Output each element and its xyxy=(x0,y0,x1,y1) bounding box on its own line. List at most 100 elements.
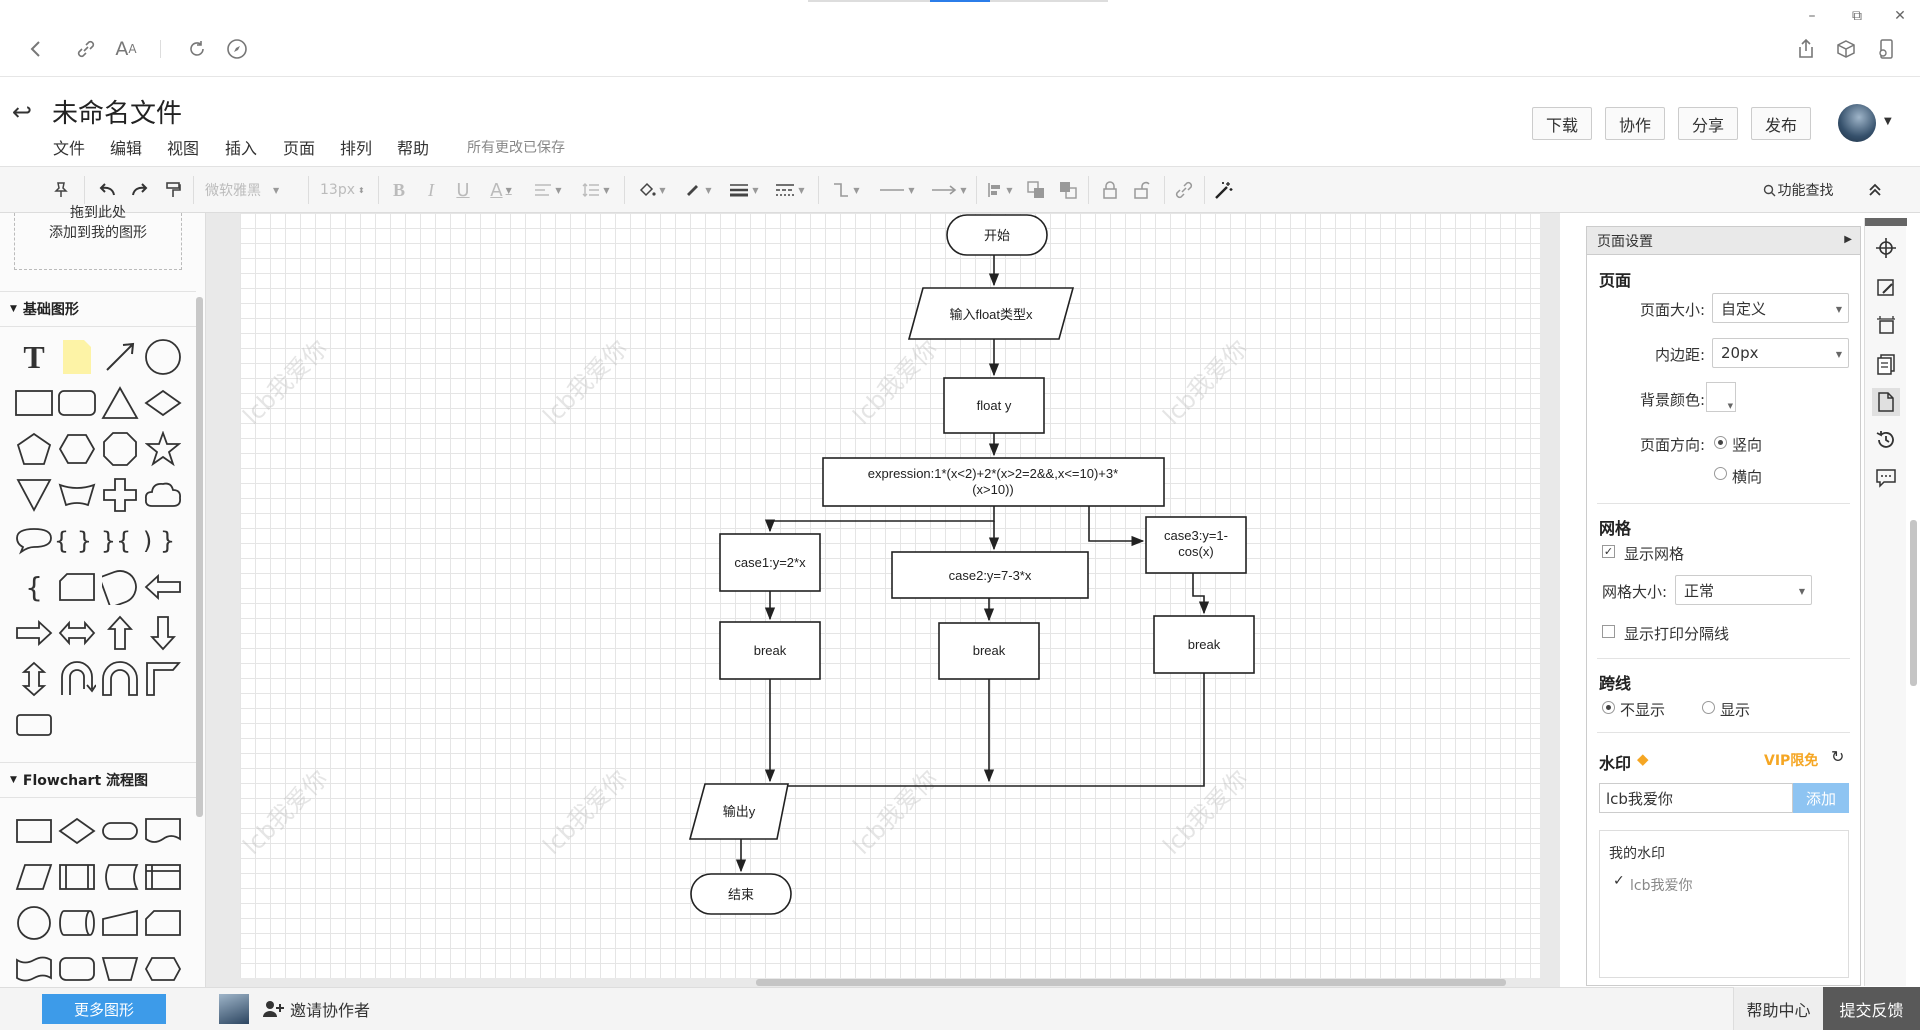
history-icon[interactable] xyxy=(1872,426,1900,454)
octagon-shape[interactable] xyxy=(100,429,140,469)
double-arrow-shape[interactable] xyxy=(57,613,97,653)
compass-icon[interactable] xyxy=(223,35,251,63)
declare-node[interactable] xyxy=(943,377,1045,434)
collaborator-avatar[interactable] xyxy=(219,994,249,1024)
portrait-radio[interactable] xyxy=(1714,436,1727,449)
manual-input-shape[interactable] xyxy=(100,903,140,943)
paper-tape-shape[interactable] xyxy=(14,949,54,989)
end-node[interactable] xyxy=(690,873,792,915)
collapse-toolbar-icon[interactable] xyxy=(1862,177,1888,203)
crossline-show-radio[interactable] xyxy=(1702,701,1715,714)
download-button[interactable]: 下载 xyxy=(1532,107,1592,140)
style-icon[interactable] xyxy=(1872,274,1900,302)
send-back-icon[interactable] xyxy=(1056,177,1080,203)
text-shape[interactable]: T xyxy=(23,338,45,375)
inverted-triangle-shape[interactable] xyxy=(14,475,54,515)
small-rounded-rect-shape[interactable] xyxy=(14,705,54,745)
line-color-icon[interactable]: ▼ xyxy=(680,177,716,203)
case3-node[interactable] xyxy=(1145,516,1247,574)
watermark-input[interactable]: lcb我爱你 xyxy=(1599,783,1793,813)
circle-shape[interactable] xyxy=(143,337,183,377)
share-button[interactable]: 分享 xyxy=(1678,107,1738,140)
case1-node[interactable] xyxy=(719,533,821,592)
restore-button[interactable]: ⧉ xyxy=(1852,8,1862,24)
navigation-crosshair-icon[interactable] xyxy=(1872,234,1900,262)
diagram-page[interactable]: lcb我爱你 lcb我爱你 lcb我爱你 lcb我爱你 lcb我爱你 lcb我爱… xyxy=(238,213,1540,978)
return-icon[interactable]: ↩ xyxy=(12,98,33,126)
more-shapes-button[interactable]: 更多图形 xyxy=(42,994,166,1024)
device-sync-icon[interactable] xyxy=(1872,35,1900,63)
left-brace-shape[interactable]: { xyxy=(25,570,43,604)
menu-insert[interactable]: 插入 xyxy=(225,139,258,158)
connector[interactable] xyxy=(1088,505,1145,547)
size-position-icon[interactable] xyxy=(1872,312,1900,340)
decision-shape[interactable] xyxy=(57,811,97,851)
lock-icon[interactable] xyxy=(1098,177,1122,203)
card-shape[interactable] xyxy=(57,567,97,607)
font-family-select[interactable]: 微软雅黑▼ xyxy=(205,183,280,199)
padding-select[interactable]: 20px▼ xyxy=(1712,338,1849,368)
document-title[interactable]: 未命名文件 xyxy=(52,99,183,129)
line-spacing-icon[interactable]: ▼ xyxy=(578,177,614,203)
crossline-hide-radio[interactable] xyxy=(1602,701,1615,714)
break3-node[interactable] xyxy=(1153,615,1255,674)
line-style-icon[interactable]: ▼ xyxy=(776,184,805,196)
window-scrollbar[interactable] xyxy=(1910,520,1917,686)
direct-data-shape[interactable] xyxy=(57,903,97,943)
show-grid-checkbox[interactable]: ✓ xyxy=(1602,545,1615,558)
undo-icon[interactable] xyxy=(94,177,120,203)
preparation-shape[interactable] xyxy=(143,949,183,989)
u-turn-arrow-shape[interactable] xyxy=(57,659,97,699)
menu-edit[interactable]: 编辑 xyxy=(110,139,143,158)
pages-icon[interactable] xyxy=(1872,350,1900,378)
connector[interactable] xyxy=(1192,573,1210,615)
alternate-process-shape[interactable] xyxy=(57,949,97,989)
line-start-icon[interactable]: ▼ xyxy=(880,185,915,195)
connector-circle-shape[interactable] xyxy=(14,903,54,943)
bracket-left-shape[interactable]: }{ xyxy=(100,527,132,555)
font-size-select[interactable]: 13px⬍ xyxy=(320,182,365,198)
process-shape[interactable] xyxy=(14,811,54,851)
publish-button[interactable]: 发布 xyxy=(1751,107,1811,140)
predefined-process-shape[interactable] xyxy=(57,857,97,897)
output-node[interactable] xyxy=(688,783,789,840)
expression-node[interactable] xyxy=(822,457,1165,507)
underline-icon[interactable]: U xyxy=(456,179,470,201)
italic-icon[interactable]: I xyxy=(428,179,434,200)
menu-page[interactable]: 页面 xyxy=(283,139,316,158)
up-arrow-shape[interactable] xyxy=(100,613,140,653)
case2-node[interactable] xyxy=(891,551,1089,599)
input-node[interactable] xyxy=(907,287,1075,340)
break2-node[interactable] xyxy=(938,622,1040,680)
page-settings-icon[interactable] xyxy=(1872,388,1900,416)
show-print-lines-checkbox[interactable] xyxy=(1602,625,1615,638)
grid-size-select[interactable]: 正常▼ xyxy=(1675,575,1812,605)
menu-view[interactable]: 视图 xyxy=(167,139,200,158)
align-icon[interactable]: ▼ xyxy=(530,177,566,203)
share-export-icon[interactable] xyxy=(1792,35,1820,63)
basic-shapes-header[interactable]: ▼ 基础图形 xyxy=(0,291,196,327)
triangle-shape[interactable] xyxy=(100,383,140,423)
canvas-area[interactable]: lcb我爱你 lcb我爱你 lcb我爱你 lcb我爱你 lcb我爱你 lcb我爱… xyxy=(206,213,1560,987)
document-shape[interactable] xyxy=(143,811,183,851)
internal-storage-shape[interactable] xyxy=(143,857,183,897)
redo-icon[interactable] xyxy=(127,177,153,203)
link-icon[interactable] xyxy=(72,35,100,63)
my-shapes-drop-zone[interactable]: 拖到此处 添加到我的图形 xyxy=(14,205,182,270)
hyperlink-icon[interactable] xyxy=(1172,177,1196,203)
brace-pair-shape[interactable]: { } xyxy=(53,527,93,555)
refresh-icon[interactable] xyxy=(183,35,211,63)
speech-bubble-shape[interactable] xyxy=(14,521,54,561)
flowchart-diagram[interactable]: 开始 输入float类型x float y expression:1*(x<2)… xyxy=(240,213,1540,978)
add-watermark-button[interactable]: 添加 xyxy=(1793,783,1849,813)
format-painter-pin-icon[interactable] xyxy=(48,177,74,203)
star-shape[interactable] xyxy=(143,429,183,469)
pentagon-shape[interactable] xyxy=(14,429,54,469)
minimize-button[interactable]: – xyxy=(1808,8,1816,24)
function-search-button[interactable]: 功能查找 xyxy=(1758,177,1838,203)
start-node[interactable] xyxy=(946,214,1048,256)
comments-icon[interactable] xyxy=(1872,464,1900,492)
close-window-button[interactable]: ✕ xyxy=(1894,8,1906,24)
data-shape[interactable] xyxy=(14,857,54,897)
